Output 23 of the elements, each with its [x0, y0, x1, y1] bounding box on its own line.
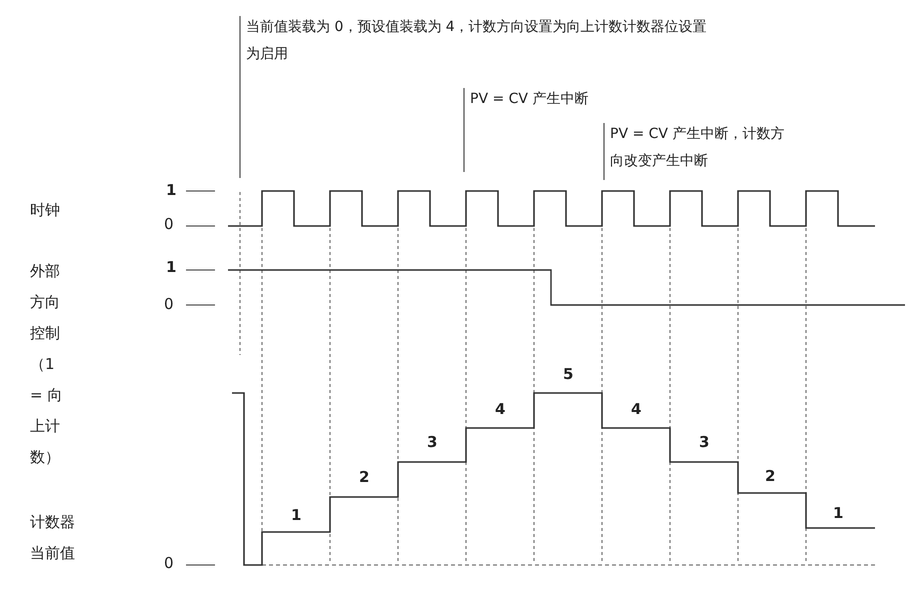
count-value: 4	[631, 399, 642, 420]
count-value: 2	[765, 466, 776, 487]
count-value: 4	[495, 399, 506, 420]
count-value: 3	[699, 432, 710, 453]
signal-label: 计数器当前值	[30, 512, 76, 564]
tick-label: 0	[164, 294, 174, 315]
leader-line	[603, 123, 605, 180]
tick-label: 1	[166, 180, 176, 201]
signal-label: 时钟	[30, 200, 60, 221]
count-value: 1	[833, 503, 844, 524]
tick-label: 0	[164, 553, 174, 574]
annotation-text: 当前值装载为 0，预设值装载为 4，计数方向设置为向上计数计数器位设置为启用	[246, 14, 716, 68]
count-value: 5	[563, 364, 574, 385]
tick-label: 0	[164, 214, 174, 235]
leader-line	[463, 88, 465, 172]
count-value: 2	[359, 467, 370, 488]
annotation-text: PV = CV 产生中断	[470, 86, 670, 113]
signal-label: 外部方向控制（1 = 向上计数）	[30, 261, 64, 468]
leader-line	[239, 16, 241, 178]
annotation-text: PV = CV 产生中断，计数方向改变产生中断	[610, 121, 795, 175]
tick-label: 1	[166, 257, 176, 278]
count-value: 1	[291, 505, 302, 526]
count-value: 3	[427, 432, 438, 453]
